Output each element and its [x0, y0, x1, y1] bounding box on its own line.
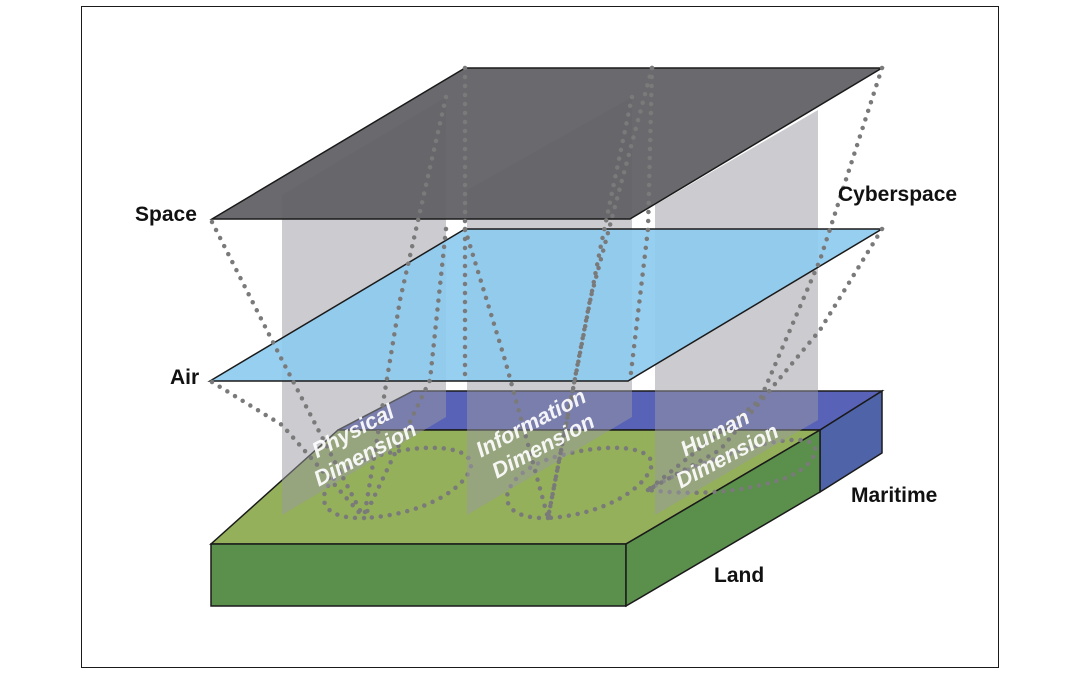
connector-space-mid — [627, 65, 655, 384]
maritime-label: Maritime — [851, 484, 937, 507]
dotted-connectors — [209, 65, 885, 521]
connector-air-left — [209, 379, 367, 521]
land-front — [210, 543, 627, 607]
ground-loop-left — [321, 445, 474, 521]
connector-cross-3 — [545, 94, 635, 521]
connector-cross-4 — [361, 226, 449, 521]
connector-space-mid-diag — [545, 65, 655, 521]
land-side — [625, 428, 821, 608]
cyberspace-label: Cyberspace — [838, 183, 957, 206]
space-label: Space — [135, 203, 197, 226]
land-label: Land — [714, 564, 764, 587]
connector-cross-2 — [462, 226, 551, 521]
connector-space-right — [645, 65, 885, 493]
connector-air-right — [645, 226, 885, 493]
connector-cross-1 — [361, 94, 449, 521]
air-label: Air — [170, 366, 199, 389]
connector-space-left — [209, 219, 367, 521]
